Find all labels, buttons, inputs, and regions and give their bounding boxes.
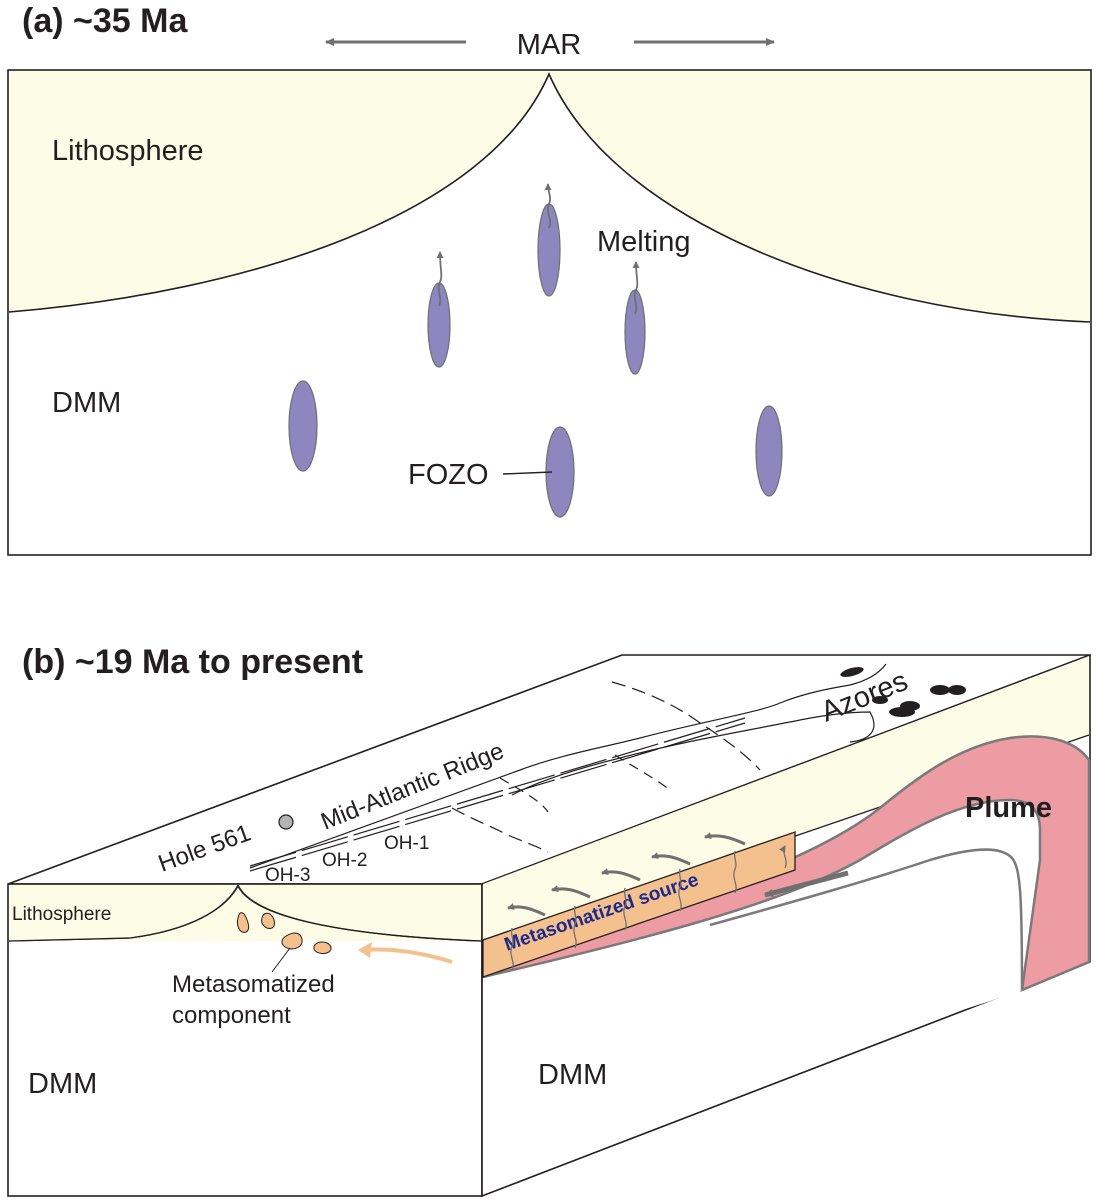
- fozo-leader-line: [502, 471, 553, 475]
- azores-island: [840, 667, 864, 677]
- azores-island: [930, 685, 950, 695]
- fozo-blob: [288, 380, 318, 472]
- melt-path: [733, 850, 737, 894]
- lithosphere-label: Lithosphere: [52, 135, 204, 167]
- panel-a-title: (a) ~35 Ma: [22, 2, 188, 40]
- front-lithosphere-curve-right: [237, 884, 482, 942]
- melting-arrow: [544, 183, 552, 229]
- flow-arrow: [507, 903, 546, 917]
- plume-flow-arrow: [764, 870, 849, 898]
- metasomatized-component-blob: [261, 912, 275, 929]
- dmm-label-b-left: DMM: [28, 1068, 97, 1100]
- component-flow-arrowhead: [358, 942, 372, 958]
- lithosphere-region: [9, 71, 1090, 322]
- fracture-zone: [451, 807, 549, 853]
- flow-arrow: [551, 885, 591, 899]
- flow-arrow: [601, 868, 641, 882]
- melting-arrow: [632, 261, 640, 315]
- component-label-line2: component: [172, 1002, 291, 1029]
- panel-b: (b) ~19 Ma to present Plume Metasomatize…: [7, 643, 1091, 1198]
- metasomatized-component-blob: [313, 941, 332, 954]
- site-label-oh-2: OH-2: [322, 850, 367, 871]
- metasomatized-component-blob: [237, 912, 250, 933]
- lithosphere-label-b: Lithosphere: [12, 904, 111, 925]
- ridge-axis-line: [249, 717, 746, 867]
- azores-island: [889, 707, 915, 717]
- front-lithosphere-fill-left: [9, 885, 238, 941]
- lithosphere-base-curve: [8, 71, 1091, 323]
- panel-a: (a) ~35 Ma MAR Lithosphere DMM Melting F…: [7, 2, 1092, 556]
- panel-b-title: (b) ~19 Ma to present: [22, 643, 363, 681]
- melting-arrow: [436, 251, 444, 307]
- plume-cavity: [700, 849, 1022, 1080]
- melt-path: [623, 887, 627, 931]
- hole-561-marker: [278, 814, 294, 830]
- azores-island: [872, 696, 888, 704]
- melt-path: [573, 905, 577, 949]
- component-leader-line: [271, 947, 291, 973]
- front-lithosphere-curve-left: [8, 884, 239, 942]
- fozo-label: FOZO: [408, 459, 489, 491]
- fracture-zone: [611, 681, 761, 771]
- flow-arrow: [704, 832, 746, 846]
- mar-label: MAR: [517, 29, 581, 61]
- fracture-zone: [499, 777, 549, 813]
- melt-path: [678, 868, 682, 912]
- ridge-outline-lower: [511, 711, 875, 796]
- side-lithosphere-band: [483, 656, 1089, 940]
- azores-island: [948, 685, 966, 695]
- melt-path: [778, 845, 787, 869]
- component-label-line1: Metasomatized: [172, 971, 335, 998]
- plume-inner-edge: [709, 848, 1024, 991]
- fozo-blob: [755, 405, 783, 497]
- site-label-oh-3: OH-3: [265, 865, 310, 886]
- dmm-label-a: DMM: [52, 387, 121, 419]
- site-label-oh-1: OH-1: [384, 833, 429, 854]
- ridge-outline: [249, 663, 887, 869]
- fozo-blob: [624, 289, 646, 375]
- metasomatized-source-slab: [482, 831, 796, 978]
- plume-label: Plume: [965, 792, 1052, 824]
- ridge-axis-line: [249, 722, 746, 872]
- dmm-label-b-right: DMM: [538, 1059, 607, 1091]
- fracture-zone: [614, 754, 671, 791]
- melt-path: [510, 927, 514, 971]
- melting-label: Melting: [597, 226, 691, 258]
- flow-arrow: [651, 852, 691, 866]
